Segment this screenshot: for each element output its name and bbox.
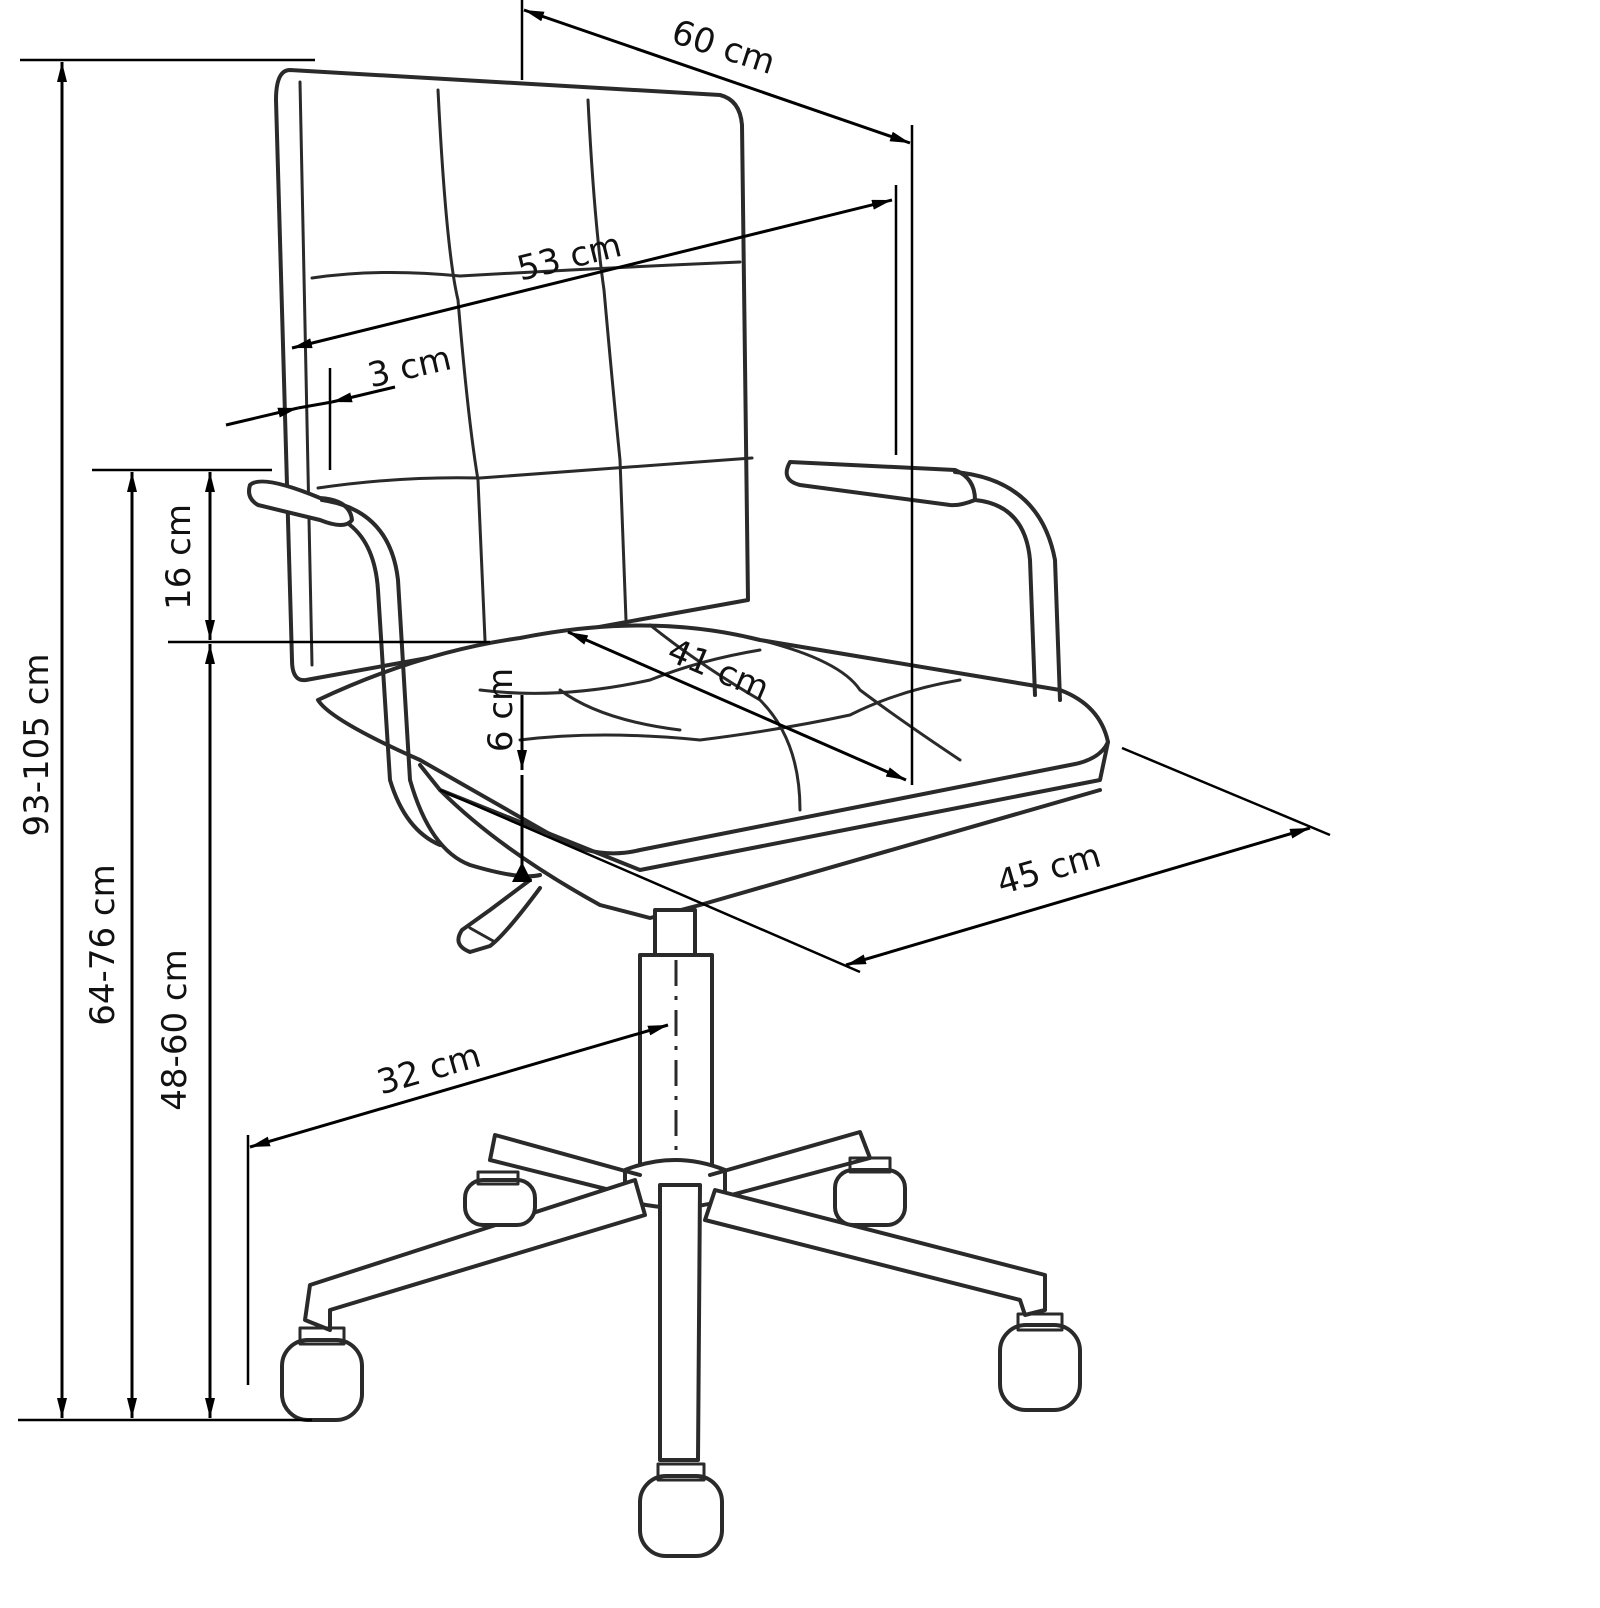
right-armrest: [784, 460, 1062, 702]
height-lever: [456, 878, 542, 954]
left-armrest: [247, 479, 542, 879]
seat-height-label: 48-60 cm: [155, 949, 195, 1110]
dimension-labels: 93-105 cm 64-76 cm 48-60 cm 16 cm 6 cm 6…: [17, 12, 1105, 1111]
arm-above-seat-label: 16 cm: [159, 504, 199, 610]
backrest-edge: [298, 80, 314, 667]
armrest-height-label: 64-76 cm: [83, 864, 123, 1025]
base-radius-line: [249, 1023, 669, 1149]
chair-drawing: [247, 68, 1110, 1558]
overall-width-line: [523, 8, 911, 145]
caster-front-right: [998, 1312, 1082, 1412]
backrest-shell: [274, 68, 750, 683]
overall-depth-line: [845, 826, 1311, 967]
base-radius-label: 32 cm: [373, 1036, 486, 1104]
seat-cushion-label: 6 cm: [481, 668, 521, 752]
backrest-thickness-label: 3 cm: [364, 338, 455, 396]
backrest-width-line: [291, 198, 893, 350]
overall-width-label: 60 cm: [667, 12, 780, 83]
star-base: [280, 1130, 1082, 1558]
caster-front: [638, 1462, 724, 1558]
caster-back-left: [463, 1170, 537, 1227]
gas-cylinder: [638, 908, 714, 1180]
caster-back-right: [833, 1156, 907, 1227]
total-height-label: 93-105 cm: [17, 653, 57, 836]
seat-depth-line: [567, 630, 907, 782]
caster-front-left: [280, 1326, 364, 1422]
dimension-lines: [18, 0, 1331, 1422]
